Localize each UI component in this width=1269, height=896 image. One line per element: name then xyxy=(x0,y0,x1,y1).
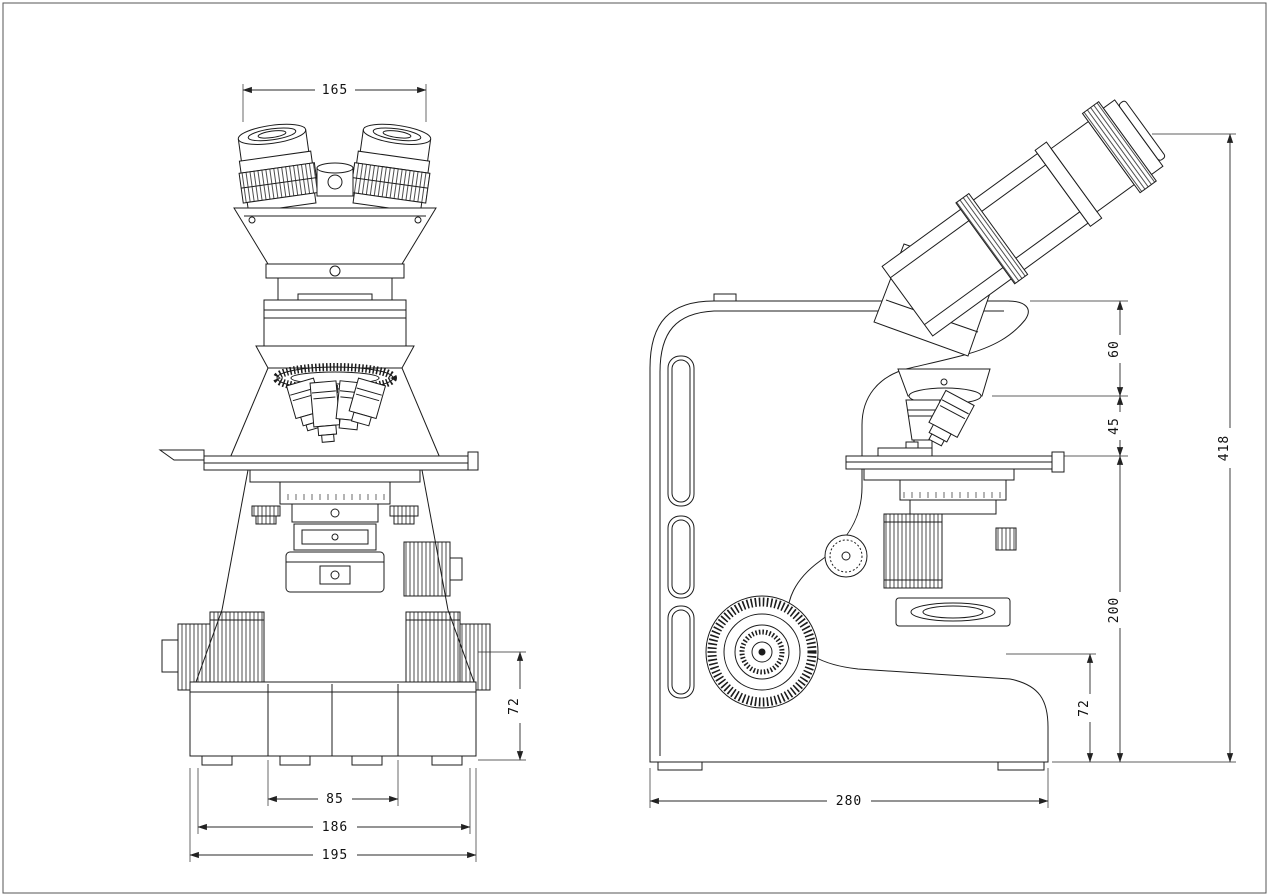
objective-center-long xyxy=(309,380,341,443)
stage-front xyxy=(158,449,479,483)
arm-front xyxy=(229,263,441,459)
dim-text-side-base-height: 72 xyxy=(1077,699,1092,717)
eyepiece-right xyxy=(349,123,432,213)
dim-side-depth: 280 xyxy=(649,768,1049,809)
dim-front-lamp-width: 85 xyxy=(267,760,399,807)
objective-side-angled xyxy=(928,389,975,447)
foot xyxy=(431,755,463,766)
condenser-scale-ticks xyxy=(287,494,385,500)
objective-right xyxy=(348,377,387,427)
foot xyxy=(201,755,233,766)
dim-side-nosepiece-to-stage: 45 xyxy=(1064,395,1128,457)
dimensions: 165 85 186 195 xyxy=(189,83,1236,863)
slide-holder-arm xyxy=(158,449,205,461)
dim-text-overall-width: 195 xyxy=(322,848,348,863)
dim-side-head-to-nosepiece: 60 xyxy=(992,300,1128,397)
foot xyxy=(997,761,1045,771)
foot xyxy=(657,761,703,771)
dim-text-lamp-width: 85 xyxy=(326,792,344,807)
dim-text-head-width: 165 xyxy=(322,83,348,98)
eyepiece-left xyxy=(237,123,320,213)
body-inner-edge xyxy=(659,310,1004,756)
front-view xyxy=(158,123,491,766)
base-front xyxy=(189,469,477,766)
dim-side-base-height: 72 xyxy=(1006,653,1096,763)
dim-text-nosepiece-to-stage: 45 xyxy=(1107,417,1122,435)
eyecup-side xyxy=(1118,100,1166,161)
top-screw xyxy=(713,293,737,302)
dim-text-front-base-height: 72 xyxy=(507,697,522,715)
tension-dial xyxy=(824,534,868,578)
dim-text-base-width: 186 xyxy=(322,820,348,835)
focus-axle-left xyxy=(161,639,179,673)
condenser-knob-right xyxy=(389,505,419,517)
head-prism-front xyxy=(233,207,437,265)
knob-center xyxy=(758,648,766,656)
specimen-holder xyxy=(877,447,933,457)
dim-text-depth: 280 xyxy=(836,794,862,809)
dim-front-base-width: 186 xyxy=(197,768,471,835)
condenser-front xyxy=(251,481,419,593)
grip-strips-side xyxy=(667,293,737,699)
observation-tube xyxy=(881,99,1166,337)
field-lens-housing xyxy=(895,597,1011,627)
dim-side-stage-to-table: 200 xyxy=(1107,455,1124,763)
binocular-head-side xyxy=(873,99,1166,357)
condenser-knob-left xyxy=(251,505,281,517)
coarse-knob-knurl xyxy=(707,597,817,707)
foot xyxy=(279,755,311,766)
dim-front-overall-width: 195 xyxy=(189,768,477,863)
binocular-head-front xyxy=(233,123,437,265)
dim-front-base-height: 72 xyxy=(478,651,526,761)
dim-text-stage-to-table: 200 xyxy=(1107,597,1122,623)
dim-text-head-to-nosepiece: 60 xyxy=(1107,340,1122,358)
foot xyxy=(351,755,383,766)
aperture-scale-ticks xyxy=(903,492,1001,498)
stage-xy-knob xyxy=(403,541,451,597)
condenser-side xyxy=(824,479,1017,627)
dim-side-overall-height: 418 xyxy=(1052,133,1236,763)
aperture-pin-knob xyxy=(995,527,1017,551)
dim-text-overall-height: 418 xyxy=(1217,435,1232,461)
side-view xyxy=(649,99,1166,771)
nosepiece-side xyxy=(897,368,991,456)
base-side xyxy=(657,761,1045,771)
interpupillary-hinge xyxy=(316,162,354,197)
dim-front-head-width: 165 xyxy=(242,83,427,122)
diopter-ring xyxy=(955,192,1029,285)
coaxial-focus-knob-side xyxy=(705,595,819,709)
fine-knob-knurl xyxy=(739,629,785,675)
nosepiece-front xyxy=(273,363,397,443)
fine-focus-knob-right xyxy=(459,623,491,691)
condenser-focus-drum xyxy=(883,513,943,589)
stage-side xyxy=(845,441,1065,481)
